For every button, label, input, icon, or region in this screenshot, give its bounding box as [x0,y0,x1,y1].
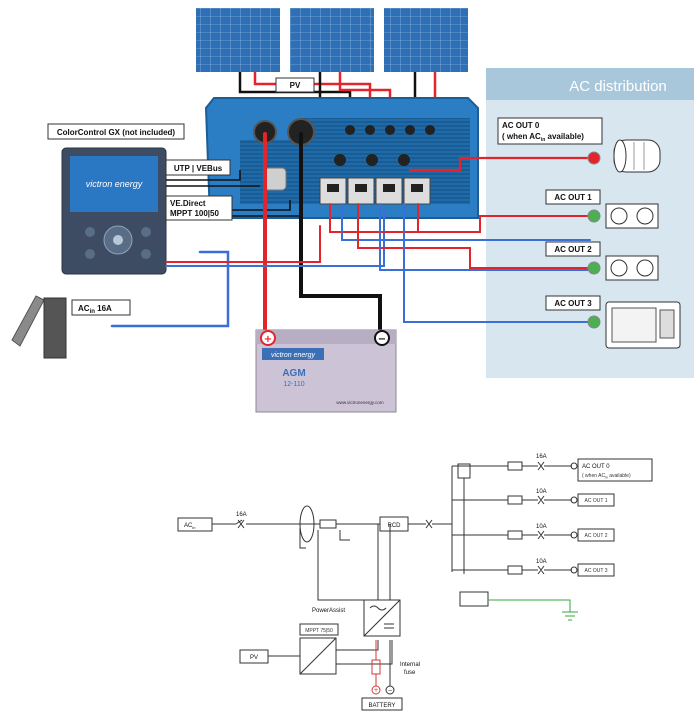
ac-distribution-title: AC distribution [569,78,667,95]
sch-batt-minus: − [387,687,392,694]
sch-out1-fuse: 10A [536,489,547,495]
vedirect-label-1: VE.Direct [170,199,206,208]
schematic [177,458,653,711]
battery: victron energy AGM 12-110 www.victronene… [255,329,397,413]
pv-label: PV [290,81,301,90]
ac-out0-line1: AC OUT 0 [502,121,540,130]
sch-pv: PV [250,655,258,661]
microwave-icon [605,301,681,349]
sch-out0-2: ( when ACin available) [582,473,631,480]
battery-site: www.victronenergy.com [336,400,383,405]
sch-mppt: MPPT 75|50 [305,628,333,634]
solar-panel-1 [196,8,280,72]
ac-out2: AC OUT 2 [545,241,659,281]
vedirect-label-box: VE.Direct MPPT 100|50 [165,195,233,221]
battery-plus: + [264,334,272,345]
solar-panels [196,8,468,72]
sch-out2: AC OUT 2 [585,533,608,539]
sch-out3: AC OUT 3 [585,568,608,574]
battery-model-2: 12-110 [283,381,304,388]
ac-out1: AC OUT 1 [545,189,659,229]
colorcontrol-label-box: ColorControl GX (not included) [47,123,185,140]
battery-minus-terminal-icon [374,330,390,346]
socket-icon [605,203,659,229]
battery-plus-terminal-icon [260,330,276,346]
ac-out0-line2: ( when ACin available) [502,132,584,143]
sch-out1: AC OUT 1 [585,498,608,504]
sch-powerassist: PowerAssist [312,608,345,614]
battery-model-1: AGM [282,368,305,379]
ac-out0: AC OUT 0 ( when ACin available) [497,117,661,173]
sch-internal-fuse-2: fuse [404,670,416,676]
solar-panel-2 [290,8,374,72]
schematic-labels: ACin 16A RCD PowerAssist MPPT 75|50 PV I… [184,454,631,709]
solar-panel-3 [384,8,468,72]
vedirect-label-2: MPPT 100|50 [170,209,219,218]
sch-out3-fuse: 10A [536,559,547,565]
utp-label: UTP | VEBus [174,164,223,173]
sch-out0-fuse: 16A [536,454,547,460]
acin-label-box: ACin 16A [71,299,131,316]
acin-label: ACin 16A [78,304,112,315]
pv-label-box: PV [275,77,315,93]
battery-brand: victron energy [271,352,315,359]
sch-out0-1: AC OUT 0 [582,464,610,470]
utp-label-box: UTP | VEBus [165,159,231,176]
water-heater-icon [613,139,661,173]
battery-minus: − [378,334,386,345]
colorcontrol-device: victron energy [61,147,167,275]
shore-power-inlet-icon [11,295,67,359]
sch-internal-fuse-1: Internal [400,662,420,668]
ac-out2-label: AC OUT 2 [554,245,592,254]
socket-icon [605,255,659,281]
colorcontrol-label: ColorControl GX (not included) [57,128,176,137]
sch-acin-fuse: 16A [236,512,247,518]
sch-rcd: RCD [388,523,402,529]
victron-screen-text: victron energy [86,179,143,189]
sch-out2-fuse: 10A [536,524,547,530]
sch-acin: ACin [184,523,195,530]
ac-out3-label: AC OUT 3 [554,299,592,308]
sch-battery: BATTERY [368,703,395,709]
ac-out3: AC OUT 3 [545,295,681,349]
power-wires [110,132,592,342]
ac-out1-label: AC OUT 1 [554,193,592,202]
easysolar-unit [204,97,479,219]
sch-batt-plus: + [373,687,378,694]
